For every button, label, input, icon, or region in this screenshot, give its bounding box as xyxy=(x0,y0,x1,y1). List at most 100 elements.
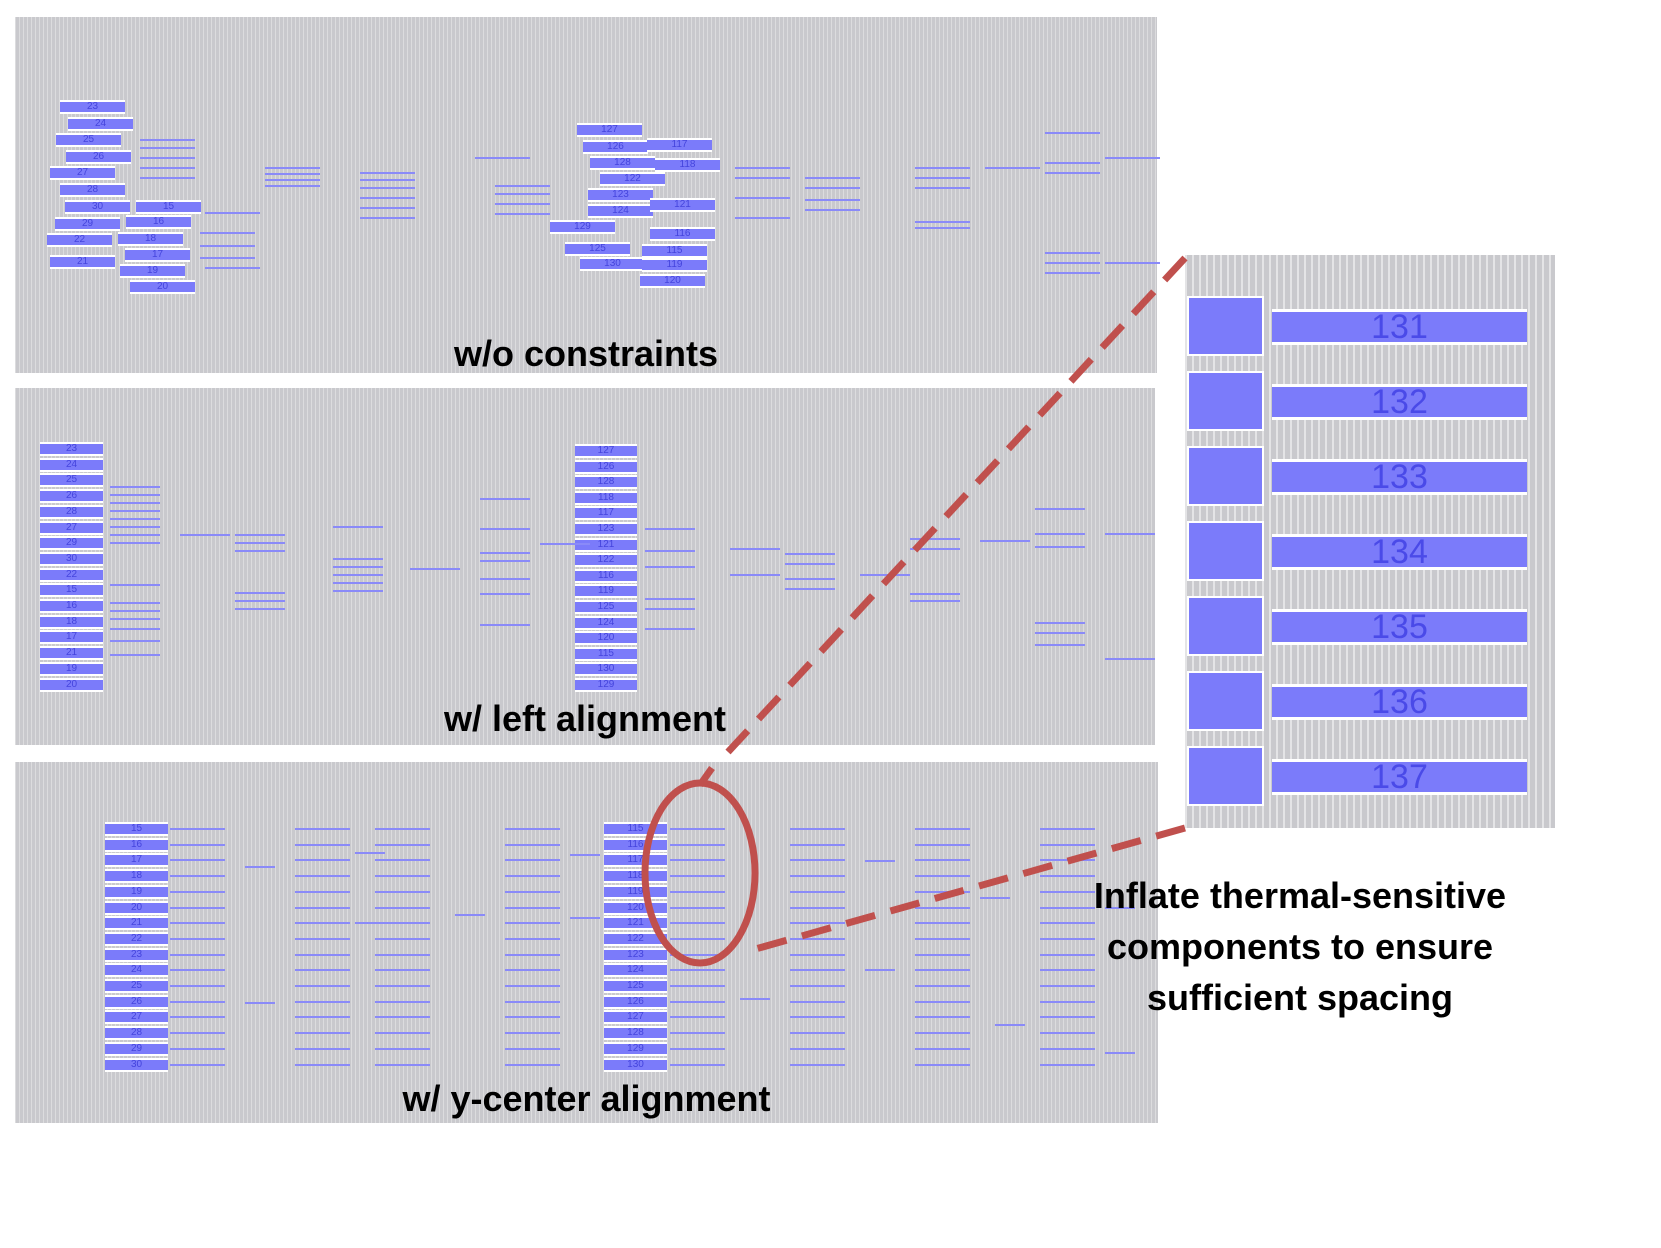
pin-wire xyxy=(480,552,530,554)
pin-wire xyxy=(170,828,225,830)
pin-wire xyxy=(790,906,845,909)
pin-wire xyxy=(360,179,415,181)
pin-wire xyxy=(170,1047,225,1050)
pin-wire xyxy=(1105,157,1160,159)
component-block: 28 xyxy=(60,183,125,197)
inset-neighbor-block xyxy=(1187,296,1264,356)
pin-wire xyxy=(170,922,225,925)
component-block: 123 xyxy=(604,947,667,962)
pin-wire xyxy=(505,890,560,893)
pin-wire xyxy=(790,890,845,893)
pin-wire xyxy=(805,209,860,211)
component-block: 116 xyxy=(575,568,637,583)
component-block: 125 xyxy=(604,979,667,993)
component-block: 30 xyxy=(40,551,103,566)
pin-wire xyxy=(205,267,260,269)
component-block: 126 xyxy=(604,994,667,1009)
pin-wire xyxy=(170,985,225,987)
pin-wire xyxy=(505,875,560,878)
inset-component-block: 136 xyxy=(1272,684,1527,720)
pin-wire xyxy=(110,526,160,528)
component-block: 18 xyxy=(105,869,168,884)
pin-wire xyxy=(360,207,415,209)
component-block: 130 xyxy=(580,257,645,271)
component-block: 127 xyxy=(604,1010,667,1025)
pin-wire xyxy=(333,582,383,584)
pin-wire xyxy=(1040,937,1095,940)
component-block: 29 xyxy=(40,536,103,551)
pin-wire xyxy=(333,590,383,592)
pin-wire xyxy=(375,1047,430,1050)
pin-wire xyxy=(110,618,160,620)
pin-wire xyxy=(410,568,460,570)
component-block: 122 xyxy=(604,931,667,946)
component-block: 25 xyxy=(40,473,103,488)
component-block: 129 xyxy=(575,678,637,692)
component-block: 122 xyxy=(575,553,637,568)
component-block: 15 xyxy=(105,822,168,836)
pin-wire xyxy=(1035,622,1085,624)
pin-wire xyxy=(180,534,230,536)
pin-wire xyxy=(355,922,385,924)
pin-wire xyxy=(505,937,560,940)
component-block: 126 xyxy=(583,140,648,154)
component-block: 125 xyxy=(565,242,630,256)
inset-neighbor-block xyxy=(1187,371,1264,431)
component-block: 119 xyxy=(604,884,667,899)
pin-wire xyxy=(295,875,350,878)
pin-wire xyxy=(110,534,160,536)
pin-wire xyxy=(785,588,835,590)
component-block: 29 xyxy=(105,1041,168,1056)
pin-wire xyxy=(790,875,845,878)
pin-wire xyxy=(915,859,970,862)
pin-wire xyxy=(140,177,195,179)
pin-wire xyxy=(170,843,225,846)
component-block: 120 xyxy=(640,274,705,288)
component-block: 115 xyxy=(642,244,707,258)
component-block: 23 xyxy=(105,947,168,962)
pin-wire xyxy=(170,1063,225,1066)
pin-wire xyxy=(790,859,845,862)
pin-wire xyxy=(980,540,1030,542)
pin-wire xyxy=(1040,906,1095,909)
pin-wire xyxy=(495,193,550,195)
pin-wire xyxy=(495,203,550,205)
pin-wire xyxy=(110,602,160,604)
inset-neighbor-block xyxy=(1187,446,1264,506)
component-block: 20 xyxy=(40,677,103,692)
pin-wire xyxy=(1040,875,1095,878)
pin-wire xyxy=(505,953,560,956)
pin-wire xyxy=(110,640,160,642)
pin-wire xyxy=(110,542,160,544)
pin-wire xyxy=(110,628,160,630)
pin-wire xyxy=(1040,1063,1095,1066)
pin-wire xyxy=(1105,1052,1135,1054)
pin-wire xyxy=(235,600,285,602)
pin-wire xyxy=(790,843,845,846)
pin-wire xyxy=(1105,907,1135,909)
component-block: 22 xyxy=(105,931,168,946)
pin-wire xyxy=(200,257,255,259)
pin-wire xyxy=(910,548,960,550)
component-block: 27 xyxy=(50,166,115,180)
component-block: 123 xyxy=(575,522,637,536)
pin-wire xyxy=(670,937,725,940)
inset-component-block: 132 xyxy=(1272,384,1527,420)
pin-wire xyxy=(670,859,725,862)
pin-wire xyxy=(540,543,590,545)
pin-wire xyxy=(1035,546,1085,548)
pin-wire xyxy=(295,1016,350,1019)
pin-wire xyxy=(915,221,970,223)
pin-wire xyxy=(790,969,845,972)
pin-wire xyxy=(1045,132,1100,134)
component-block: 27 xyxy=(105,1010,168,1025)
pin-wire xyxy=(245,1002,275,1004)
pin-wire xyxy=(670,828,725,830)
pin-wire xyxy=(1105,658,1155,660)
pin-wire xyxy=(295,828,350,830)
pin-wire xyxy=(295,843,350,846)
pin-wire xyxy=(140,147,195,149)
pin-wire xyxy=(505,906,560,909)
